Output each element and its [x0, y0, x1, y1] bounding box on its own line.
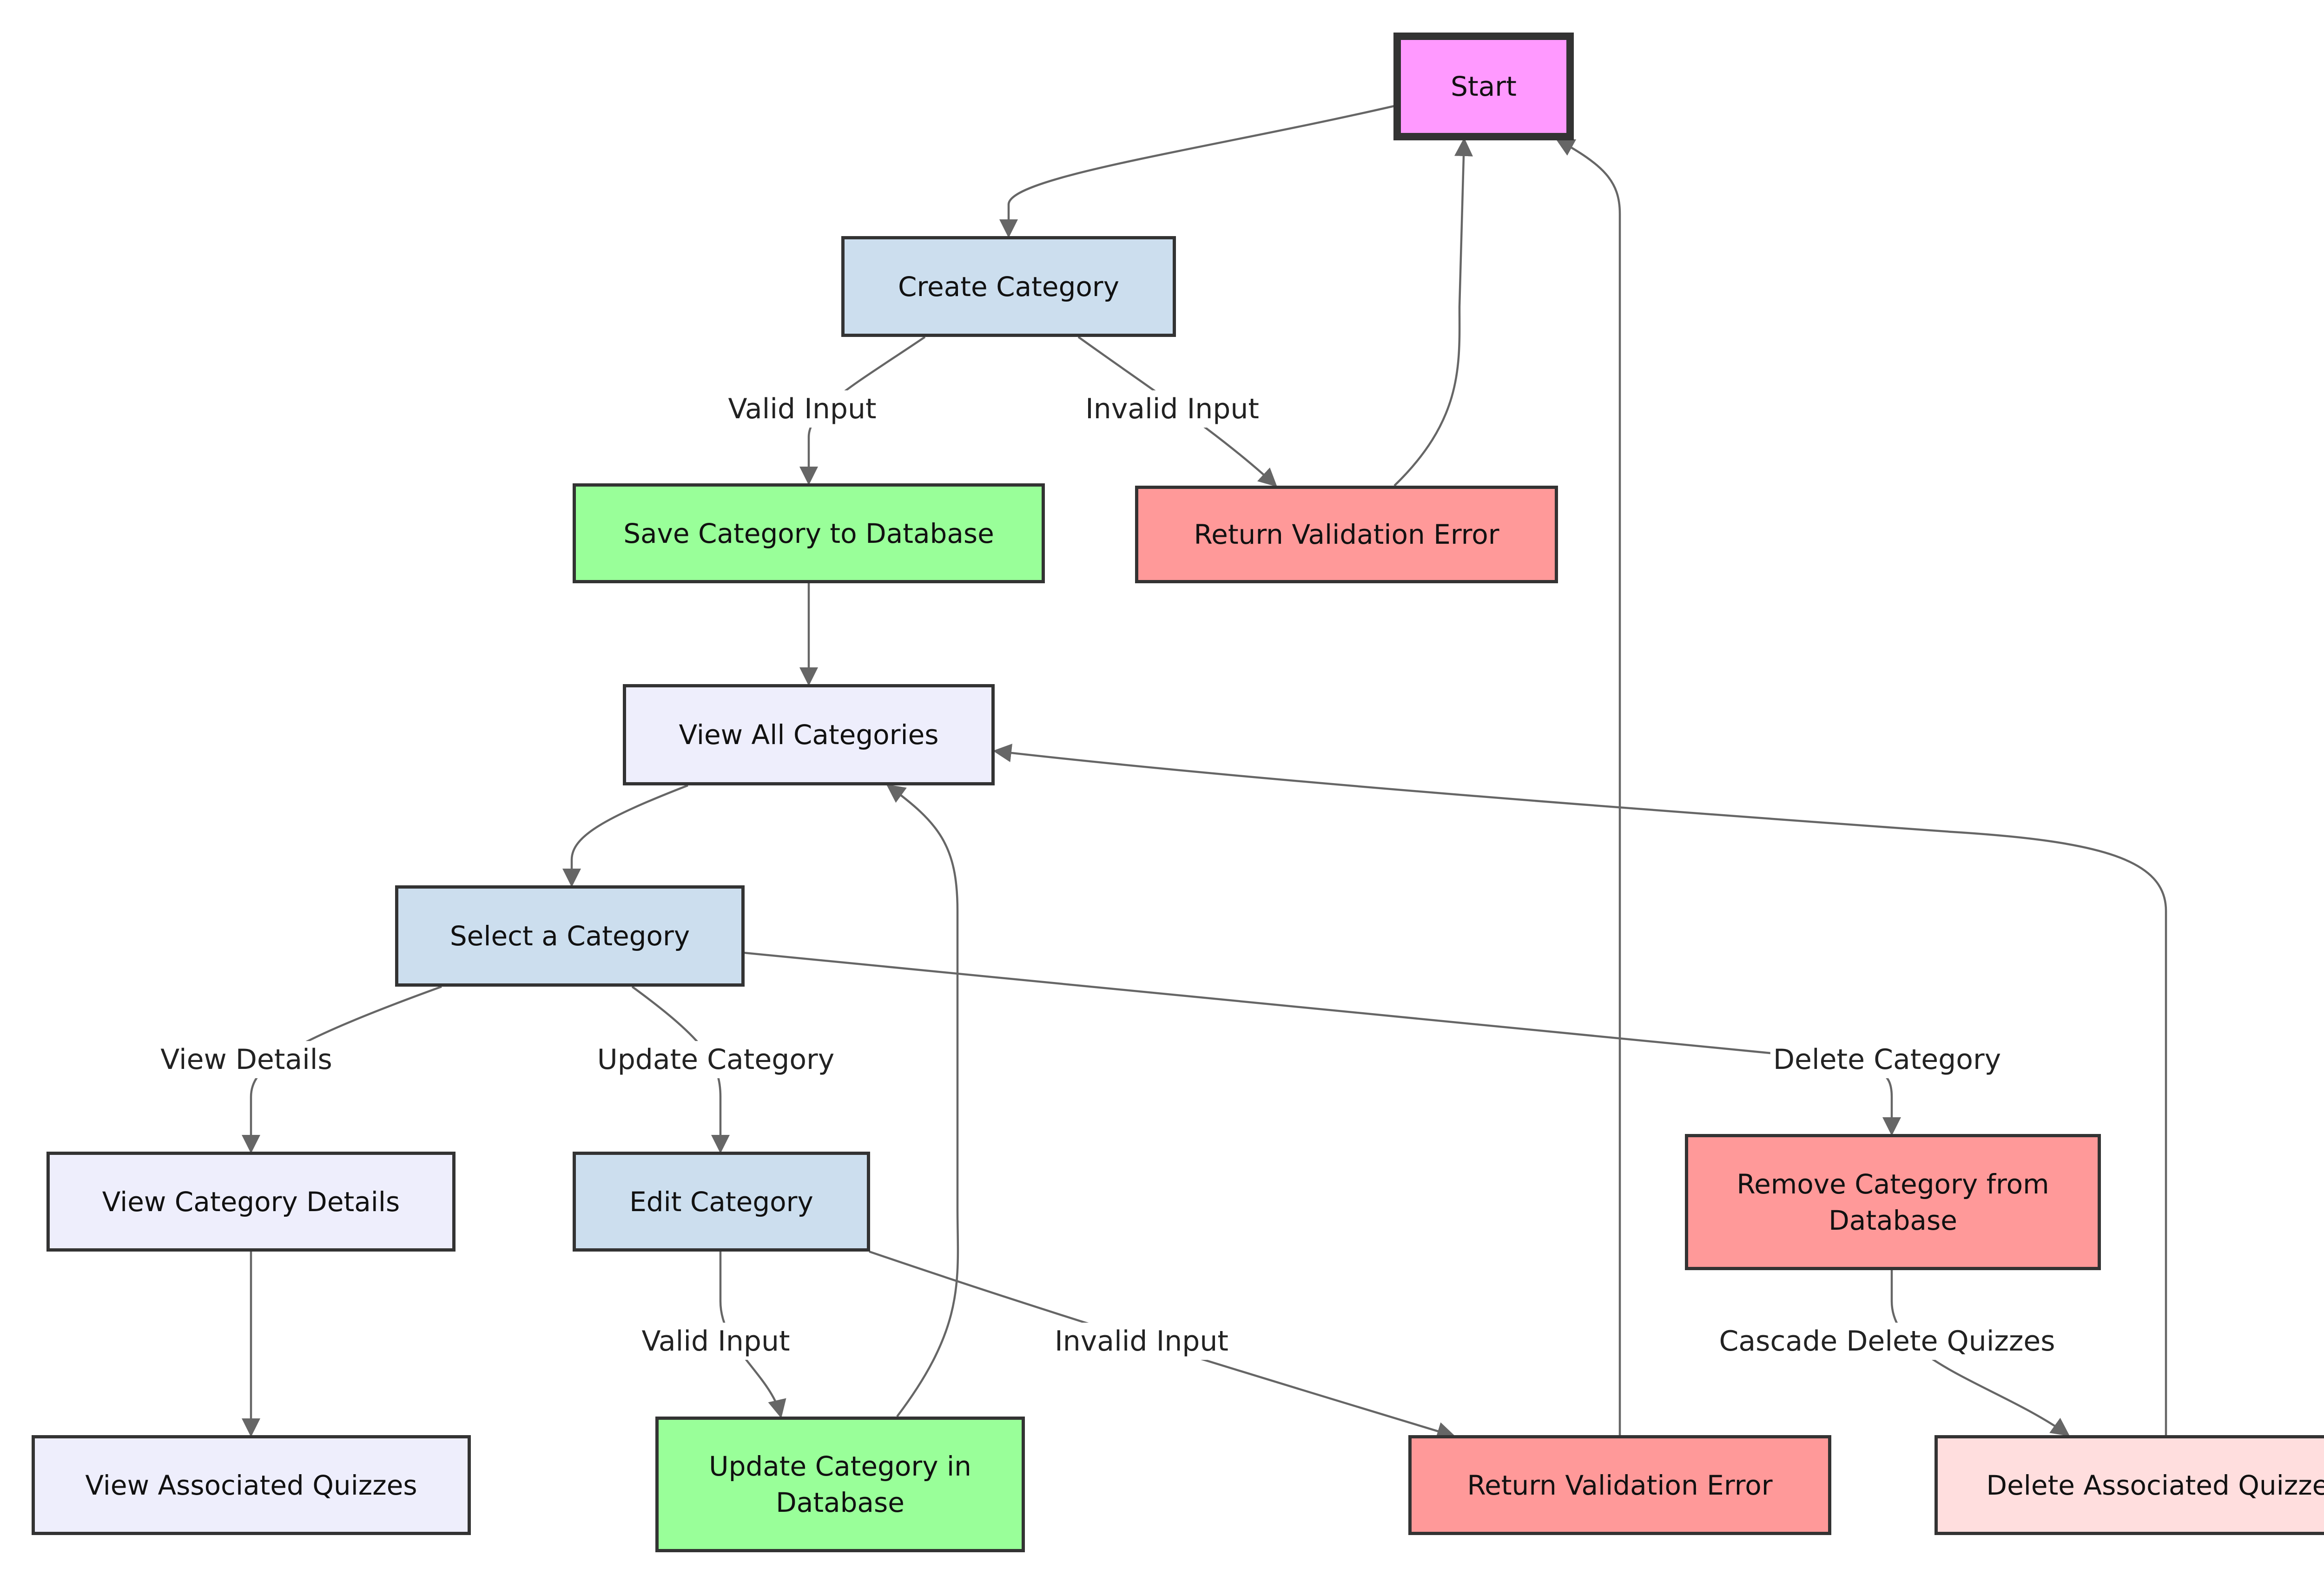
- node-edit-category-label: Edit Category: [629, 1186, 813, 1218]
- edge-select-to-remove: [743, 951, 1901, 1136]
- edge-error2-to-start: [1555, 138, 1621, 1435]
- node-update-category[interactable]: Update Category in Database: [655, 1417, 1025, 1552]
- node-delete-associated-quizzes-label: Delete Associated Quizzes: [1986, 1469, 2324, 1501]
- edge-label-invalid-input-1: Invalid Input: [1083, 390, 1262, 428]
- node-return-error-1[interactable]: Return Validation Error: [1135, 486, 1558, 583]
- edge-error1-to-start: [1393, 138, 1473, 487]
- edge-label-valid-input-1: Valid Input: [725, 390, 879, 428]
- node-view-all-categories-label: View All Categories: [679, 719, 939, 751]
- edge-start-to-create: [999, 105, 1395, 238]
- edge-deletequizzes-to-viewall: [993, 744, 2167, 1435]
- node-edit-category[interactable]: Edit Category: [573, 1152, 870, 1252]
- node-start-label: Start: [1451, 71, 1517, 102]
- node-start[interactable]: Start: [1393, 33, 1574, 140]
- node-save-category[interactable]: Save Category to Database: [573, 483, 1045, 583]
- edge-viewall-to-select: [562, 784, 688, 887]
- node-select-category-label: Select a Category: [449, 920, 690, 952]
- edge-label-valid-input-2: Valid Input: [639, 1323, 793, 1360]
- node-return-error-1-label: Return Validation Error: [1194, 519, 1499, 550]
- node-view-category-details[interactable]: View Category Details: [46, 1152, 456, 1252]
- node-return-error-2[interactable]: Return Validation Error: [1408, 1435, 1831, 1535]
- node-view-all-categories[interactable]: View All Categories: [623, 684, 995, 785]
- node-select-category[interactable]: Select a Category: [395, 885, 745, 987]
- node-remove-category-label: Remove Category from Database: [1736, 1168, 2049, 1236]
- node-update-category-label: Update Category in Database: [709, 1450, 971, 1518]
- node-create-category[interactable]: Create Category: [841, 236, 1176, 337]
- node-view-associated-quizzes-label: View Associated Quizzes: [85, 1469, 417, 1501]
- edge-update-to-viewall: [886, 784, 959, 1417]
- node-create-category-label: Create Category: [898, 270, 1120, 303]
- node-delete-associated-quizzes[interactable]: Delete Associated Quizzes: [1934, 1435, 2324, 1535]
- edge-label-update-category: Update Category: [594, 1041, 838, 1078]
- node-view-associated-quizzes[interactable]: View Associated Quizzes: [32, 1435, 471, 1535]
- node-remove-category[interactable]: Remove Category from Database: [1685, 1134, 2101, 1270]
- node-view-category-details-label: View Category Details: [102, 1186, 400, 1218]
- edge-label-delete-category: Delete Category: [1770, 1041, 2004, 1078]
- node-return-error-2-label: Return Validation Error: [1467, 1469, 1773, 1501]
- edge-label-cascade-delete: Cascade Delete Quizzes: [1716, 1323, 2058, 1360]
- edge-remove-to-deletequizzes: [1890, 1270, 2070, 1437]
- edge-label-invalid-input-2: Invalid Input: [1052, 1323, 1231, 1360]
- edge-label-view-details: View Details: [158, 1041, 335, 1078]
- node-save-category-label: Save Category to Database: [623, 517, 994, 549]
